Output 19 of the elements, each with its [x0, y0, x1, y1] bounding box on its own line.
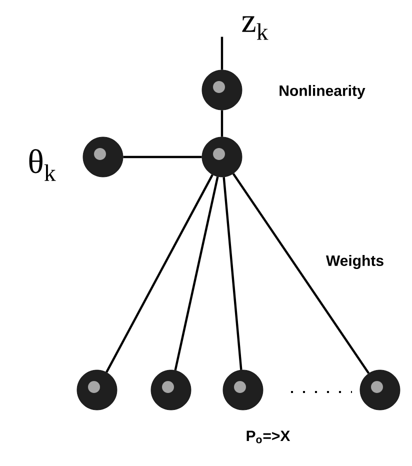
- connector-line: [106, 174, 214, 373]
- connector-line: [174, 176, 219, 370]
- neuron-sphere: [202, 136, 242, 178]
- neuron-sphere: [360, 370, 400, 410]
- weights-label: Weights: [326, 254, 384, 270]
- neuron-sphere: [76, 370, 118, 410]
- neuron-sphere: [82, 136, 124, 178]
- theta-label: θ$_{k}$: [29, 149, 56, 181]
- connector-line: [220, 110, 224, 137]
- connector-line: [123, 156, 202, 158]
- neuron-sphere: [202, 70, 242, 110]
- connector-line: [232, 173, 370, 374]
- output-label: z$_{k}$: [242, 16, 268, 40]
- connector-line: [220, 36, 224, 70]
- nonlinearity-label: Nonlinearity: [280, 85, 366, 99]
- connector-line: [222, 177, 242, 370]
- neuron-sphere: [150, 370, 192, 410]
- neuron-sphere: [222, 370, 264, 410]
- input-label: P$_{o}$=>X: [246, 430, 290, 444]
